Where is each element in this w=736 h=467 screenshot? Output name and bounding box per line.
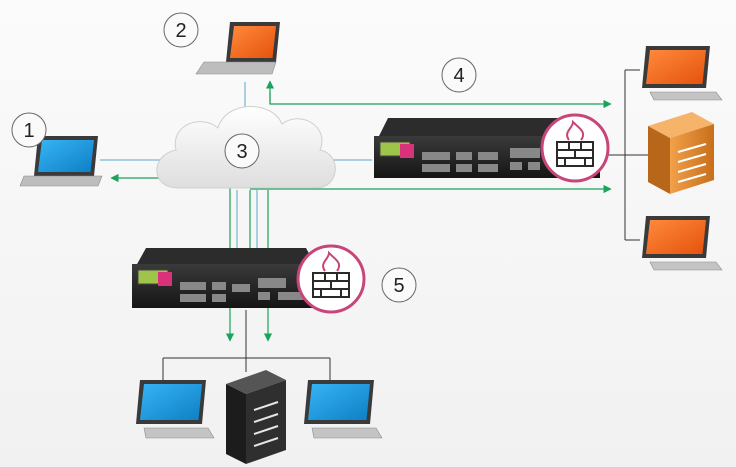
step-marker-5: 5 <box>381 267 417 303</box>
monitor-icon <box>642 46 723 101</box>
server-tower-icon <box>226 370 286 464</box>
laptop-icon <box>195 22 280 75</box>
step-number: 2 <box>175 20 186 42</box>
step-marker-3: 3 <box>224 133 260 169</box>
network-appliance-icon <box>132 248 318 308</box>
monitor-icon <box>642 216 723 271</box>
lan-lines <box>162 69 648 380</box>
step-marker-4: 4 <box>441 57 477 93</box>
step-number: 3 <box>236 141 247 163</box>
step-marker-1: 1 <box>11 112 47 148</box>
monitor-icon <box>136 380 215 439</box>
laptop-icon <box>19 136 103 187</box>
step-number: 1 <box>23 120 34 142</box>
server-tower-icon <box>648 112 714 194</box>
firewall-icon <box>540 113 610 183</box>
step-number: 5 <box>393 275 404 297</box>
firewall-icon <box>296 244 366 314</box>
step-number: 4 <box>453 65 464 87</box>
step-marker-2: 2 <box>163 12 199 48</box>
monitor-icon <box>304 380 383 439</box>
